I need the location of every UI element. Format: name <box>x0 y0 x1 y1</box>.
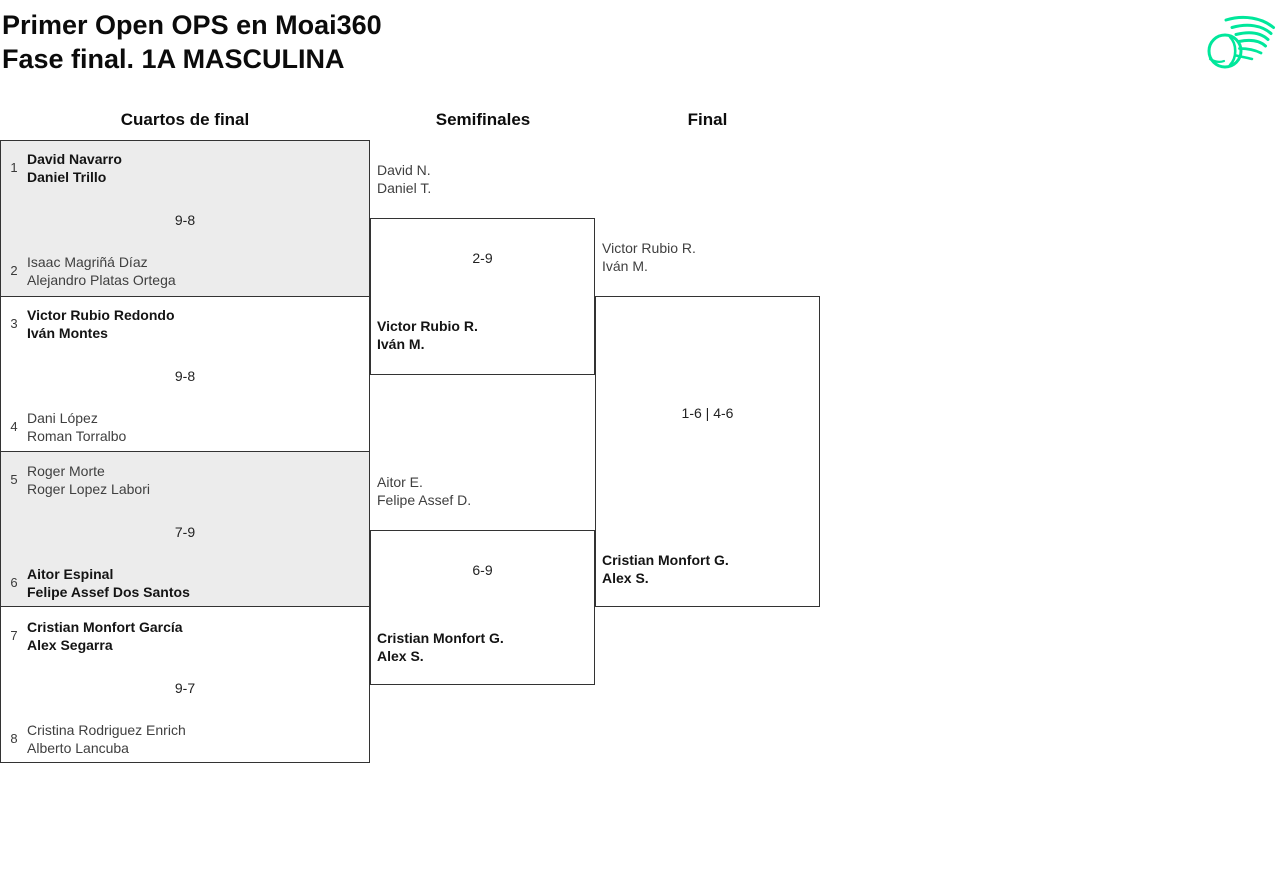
qf2-top-team: Victor Rubio Redondo Iván Montes <box>27 306 175 342</box>
player-name: Roman Torralbo <box>27 428 127 444</box>
qf2-seed-top: 3 <box>10 316 18 331</box>
final-top-team: Victor Rubio R. Iván M. <box>602 239 696 275</box>
player-name: Roger Morte <box>27 463 105 479</box>
player-name: Alex S. <box>377 648 424 664</box>
divider-line <box>1 451 369 452</box>
qf-match-3-background <box>1 451 369 606</box>
player-name: Victor Rubio R. <box>602 240 696 256</box>
column-header-final: Final <box>687 110 728 129</box>
player-name: Iván M. <box>377 336 425 352</box>
player-name: Dani López <box>27 410 98 426</box>
divider-line <box>1 296 369 297</box>
player-name: Roger Lopez Labori <box>27 481 150 497</box>
semifinal-2-box <box>370 530 595 685</box>
phase-name: Fase final. 1A MASCULINA <box>2 44 345 74</box>
qf1-score: 9-8 <box>174 212 196 228</box>
qf4-score: 9-7 <box>174 680 196 696</box>
qf1-seed-bottom: 2 <box>10 263 18 278</box>
final-box <box>595 296 820 607</box>
player-name: Cristian Monfort García <box>27 619 183 635</box>
qf2-score: 9-8 <box>174 368 196 384</box>
quarterfinals-grid: 1 David Navarro Daniel Trillo 9-8 2 Isaa… <box>0 140 370 763</box>
player-name: Victor Rubio Redondo <box>27 307 175 323</box>
qf1-top-team: David Navarro Daniel Trillo <box>27 150 122 186</box>
divider-line <box>1 606 369 607</box>
player-name: Daniel Trillo <box>27 169 107 185</box>
player-name: Victor Rubio R. <box>377 318 478 334</box>
player-name: Alex Segarra <box>27 637 113 653</box>
qf4-bottom-team: Cristina Rodriguez Enrich Alberto Lancub… <box>27 721 186 757</box>
player-name: Felipe Assef Dos Santos <box>27 584 190 600</box>
player-name: Cristian Monfort G. <box>377 630 504 646</box>
player-name: Alejandro Platas Ortega <box>27 272 176 288</box>
qf2-seed-bottom: 4 <box>10 419 18 434</box>
sf1-top-team: David N. Daniel T. <box>377 161 431 197</box>
sf2-top-team: Aitor E. Felipe Assef D. <box>377 473 471 509</box>
player-name: Iván Montes <box>27 325 108 341</box>
player-name: Aitor Espinal <box>27 566 114 582</box>
tournament-name: Primer Open OPS en Moai360 <box>2 10 382 40</box>
qf2-bottom-team: Dani López Roman Torralbo <box>27 409 126 445</box>
qf4-top-team: Cristian Monfort García Alex Segarra <box>27 618 183 654</box>
final-score: 1-6 | 4-6 <box>681 405 734 421</box>
qf3-bottom-team: Aitor Espinal Felipe Assef Dos Santos <box>27 565 190 601</box>
player-name: Isaac Magriñá Díaz <box>27 254 148 270</box>
sf1-bottom-team: Victor Rubio R. Iván M. <box>377 317 478 353</box>
final-bottom-team: Cristian Monfort G. Alex S. <box>602 551 729 587</box>
semifinal-1-box <box>370 218 595 375</box>
qf1-bottom-team: Isaac Magriñá Díaz Alejandro Platas Orte… <box>27 253 176 289</box>
player-name: Aitor E. <box>377 474 423 490</box>
column-header-semifinales: Semifinales <box>435 110 531 129</box>
player-name: Felipe Assef D. <box>377 492 472 508</box>
qf-match-1-background <box>1 141 369 296</box>
sf1-score: 2-9 <box>472 250 493 266</box>
qf3-top-team: Roger Morte Roger Lopez Labori <box>27 462 150 498</box>
qf1-seed-top: 1 <box>10 160 18 175</box>
tennis-ball-swoosh-logo-icon <box>1207 15 1275 69</box>
player-name: David Navarro <box>27 151 122 167</box>
player-name: David N. <box>377 162 431 178</box>
player-name: Daniel T. <box>377 180 432 196</box>
page-title: Primer Open OPS en Moai360 Fase final. 1… <box>2 8 382 76</box>
player-name: Alberto Lancuba <box>27 740 129 756</box>
player-name: Iván M. <box>602 258 648 274</box>
sf2-score: 6-9 <box>472 562 493 578</box>
qf3-score: 7-9 <box>174 524 196 540</box>
qf3-seed-top: 5 <box>10 472 18 487</box>
qf4-seed-bottom: 8 <box>10 731 18 746</box>
player-name: Alex S. <box>602 570 649 586</box>
sf2-bottom-team: Cristian Monfort G. Alex S. <box>377 629 504 665</box>
player-name: Cristian Monfort G. <box>602 552 729 568</box>
qf4-seed-top: 7 <box>10 628 18 643</box>
player-name: Cristina Rodriguez Enrich <box>27 722 186 738</box>
qf3-seed-bottom: 6 <box>10 575 18 590</box>
column-header-cuartos: Cuartos de final <box>120 110 250 129</box>
